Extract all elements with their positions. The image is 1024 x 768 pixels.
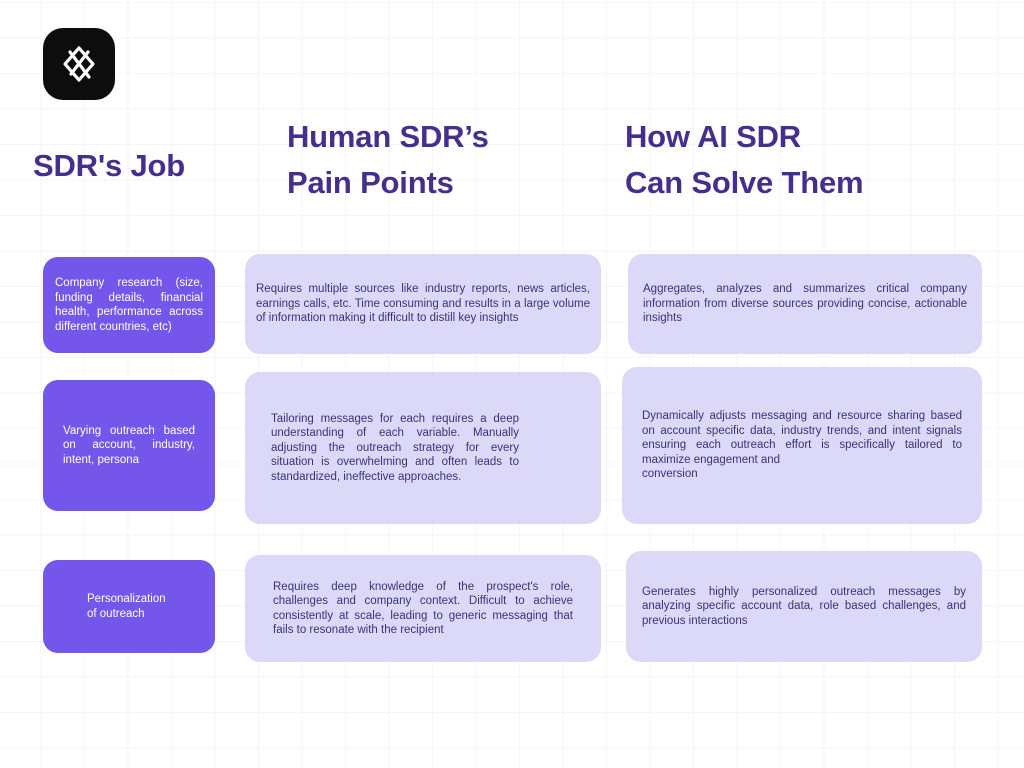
column-heading-pain-points: Human SDR’s Pain Points xyxy=(287,114,607,206)
card-text: Personalization of outreach xyxy=(43,592,215,621)
column-heading-ai-solutions: How AI SDR Can Solve Them xyxy=(625,114,965,206)
card-text-line: Personalization xyxy=(87,593,166,605)
brand-logo xyxy=(43,28,115,100)
card-text: Tailoring messages for each requires a d… xyxy=(271,412,519,483)
solution-card-personalization: Generates highly personalized outreach m… xyxy=(626,551,982,662)
job-card-varying-outreach: Varying outreach based on account, indus… xyxy=(43,380,215,511)
pain-card-varying-outreach: Tailoring messages for each requires a d… xyxy=(245,372,601,524)
pain-card-personalization: Requires deep knowledge of the prospect'… xyxy=(245,555,601,662)
heading-line: SDR's Job xyxy=(33,148,185,183)
card-text: Generates highly personalized outreach m… xyxy=(642,585,966,627)
card-text: Requires multiple sources like industry … xyxy=(256,283,590,325)
column-heading-sdr-job: SDR's Job xyxy=(33,146,243,186)
card-text-line: of outreach xyxy=(87,607,145,620)
job-card-personalization: Personalization of outreach xyxy=(43,560,215,653)
card-text-tail: conversion xyxy=(642,468,698,481)
heading-line: Human SDR’s xyxy=(287,119,489,154)
card-text: Company research (size, funding details,… xyxy=(55,277,203,333)
card-text: Varying outreach based on account, indus… xyxy=(63,424,195,466)
card-text: Dynamically adjusts messaging and resour… xyxy=(622,409,982,482)
solution-card-company-research: Aggregates, analyzes and summarizes crit… xyxy=(628,254,982,354)
card-text: Requires deep knowledge of the prospect'… xyxy=(273,580,573,637)
job-card-company-research: Company research (size, funding details,… xyxy=(43,257,215,353)
heading-line: How AI SDR xyxy=(625,119,801,154)
heading-line: Can Solve Them xyxy=(625,165,864,200)
pain-card-company-research: Requires multiple sources like industry … xyxy=(245,254,601,354)
heading-line: Pain Points xyxy=(287,165,454,200)
card-text: Aggregates, analyzes and summarizes crit… xyxy=(643,283,967,325)
angular-diamond-logo-icon xyxy=(58,43,100,85)
solution-card-varying-outreach: Dynamically adjusts messaging and resour… xyxy=(622,367,982,524)
card-text-body: Dynamically adjusts messaging and resour… xyxy=(642,410,962,466)
